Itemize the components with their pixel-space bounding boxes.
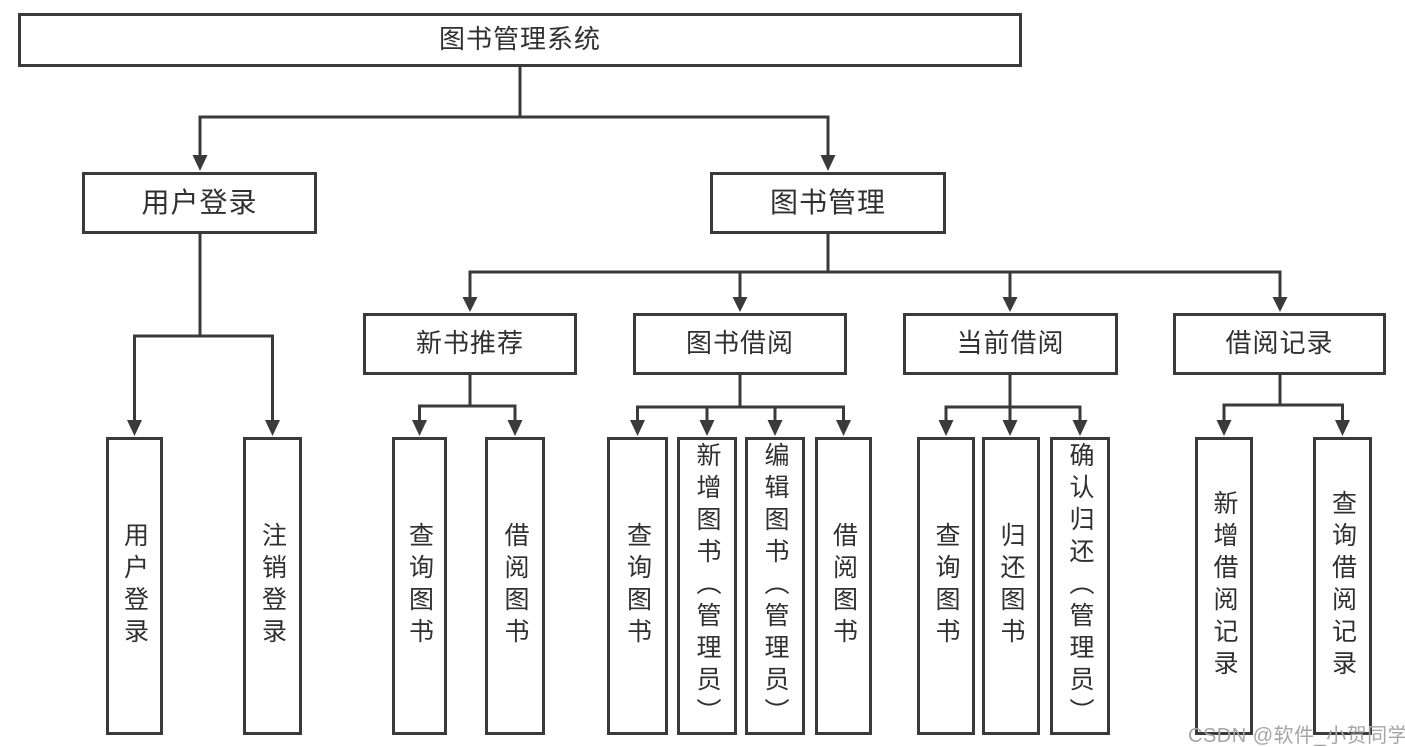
node-root-system: 图书管理系统: [18, 13, 1022, 67]
node-label: 新增图书（管理员）: [693, 442, 721, 730]
leaf-add-borrow-record: 新增借阅记录: [1195, 437, 1253, 735]
node-borrow-records: 借阅记录: [1173, 313, 1386, 375]
node-label: 确认归还（管理员）: [1066, 442, 1094, 730]
leaf-query-books-2: 查询图书: [607, 437, 668, 735]
node-book-borrow: 图书借阅: [633, 313, 847, 375]
leaf-borrow-books: 借阅图书: [485, 437, 545, 735]
leaf-add-books-admin: 新增图书（管理员）: [677, 437, 737, 735]
node-current-borrow: 当前借阅: [903, 313, 1118, 375]
node-label: 借阅记录: [1225, 328, 1334, 359]
node-label: 借阅图书: [501, 522, 529, 650]
node-label: 编辑图书（管理员）: [761, 442, 789, 730]
node-label: 新书推荐: [415, 328, 524, 359]
leaf-logout-login: 注销登录: [243, 437, 302, 735]
leaf-edit-books-admin: 编辑图书（管理员）: [745, 437, 805, 735]
node-label: 查询图书: [405, 522, 434, 650]
node-label: 归还图书: [997, 522, 1025, 650]
node-label: 用户登录: [141, 187, 258, 219]
leaf-confirm-return-admin: 确认归还（管理员）: [1050, 437, 1110, 735]
node-label: 查询图书: [623, 522, 652, 650]
node-label: 图书管理: [769, 187, 886, 219]
leaf-return-books: 归还图书: [982, 437, 1040, 735]
node-label: 图书借阅: [685, 328, 794, 359]
leaf-query-books-3: 查询图书: [917, 437, 975, 735]
node-label: 新增借阅记录: [1210, 490, 1238, 682]
node-label: 用户登录: [120, 522, 149, 650]
node-label: 借阅图书: [829, 522, 858, 650]
node-new-book-recommend: 新书推荐: [363, 313, 577, 375]
node-label: 当前借阅: [956, 328, 1065, 359]
leaf-query-books: 查询图书: [392, 437, 447, 735]
node-label: 查询借阅记录: [1328, 490, 1357, 682]
node-book-management: 图书管理: [710, 172, 946, 234]
leaf-borrow-books-2: 借阅图书: [815, 437, 872, 735]
leaf-user-login: 用户登录: [106, 437, 163, 735]
node-label: 注销登录: [258, 522, 287, 650]
node-user-login: 用户登录: [82, 172, 317, 234]
node-label: 图书管理系统: [438, 24, 601, 55]
csdn-watermark: CSDN @软件_小贺同学: [1188, 725, 1405, 747]
leaf-query-borrow-record: 查询借阅记录: [1313, 437, 1372, 735]
node-label: 查询图书: [932, 522, 960, 650]
